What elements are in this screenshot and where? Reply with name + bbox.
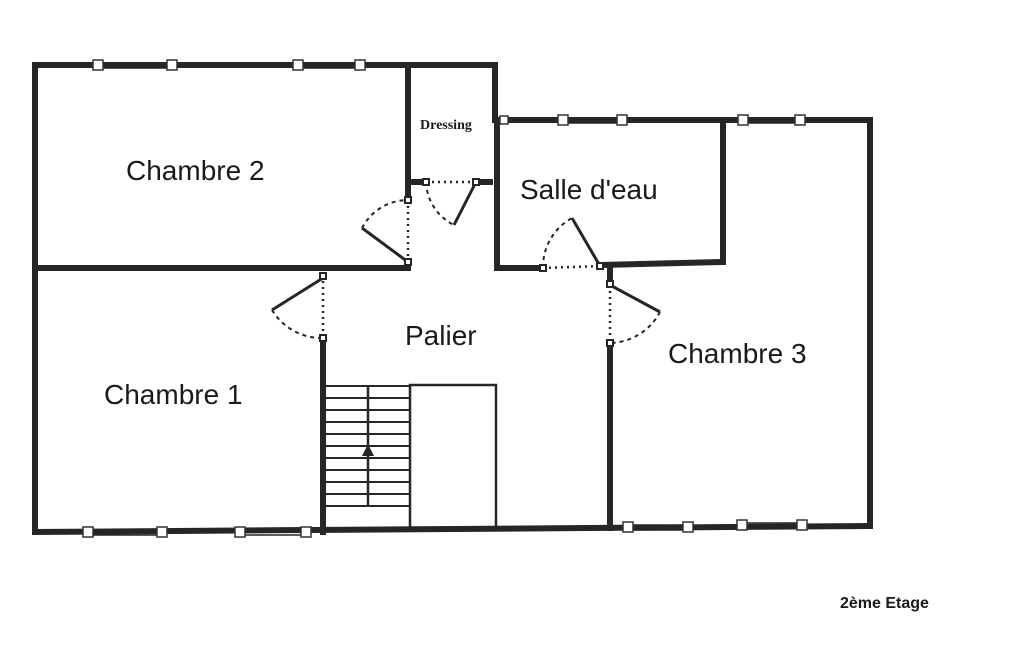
walls bbox=[31, 62, 874, 536]
stair-landing-box bbox=[408, 383, 498, 530]
window-chambre3-a bbox=[622, 521, 694, 533]
window-dressing bbox=[499, 115, 509, 125]
label-salle-deau: Salle d'eau bbox=[520, 174, 658, 205]
door-chambre3 bbox=[606, 280, 661, 347]
label-chambre1: Chambre 1 bbox=[104, 379, 243, 410]
door-chambre1 bbox=[271, 272, 327, 342]
floor-label: 2ème Etage bbox=[840, 595, 929, 612]
window-chambre1-b bbox=[234, 526, 312, 538]
label-chambre3: Chambre 3 bbox=[668, 338, 807, 369]
window-chambre1-a bbox=[82, 526, 168, 538]
window-chambre2-b bbox=[292, 59, 366, 71]
door-dressing bbox=[422, 178, 480, 226]
staircase bbox=[326, 383, 498, 530]
window-salle-deau bbox=[557, 114, 628, 126]
window-chambre3-b bbox=[736, 519, 808, 531]
windows bbox=[82, 59, 808, 538]
label-dressing: Dressing bbox=[420, 118, 472, 133]
stair-direction-arrow-icon bbox=[362, 444, 374, 456]
window-chambre2-a bbox=[92, 59, 178, 71]
door-chambre2 bbox=[361, 196, 412, 266]
wall-salle-bottom-right bbox=[596, 258, 727, 269]
label-palier: Palier bbox=[405, 320, 477, 351]
room-labels: Chambre 2 Dressing Salle d'eau Palier Ch… bbox=[104, 118, 929, 612]
doors bbox=[271, 178, 661, 347]
door-guide-salle bbox=[542, 264, 601, 270]
window-chambre3-top bbox=[737, 114, 806, 126]
door-salle-deau bbox=[539, 217, 604, 272]
label-chambre2: Chambre 2 bbox=[126, 155, 265, 186]
